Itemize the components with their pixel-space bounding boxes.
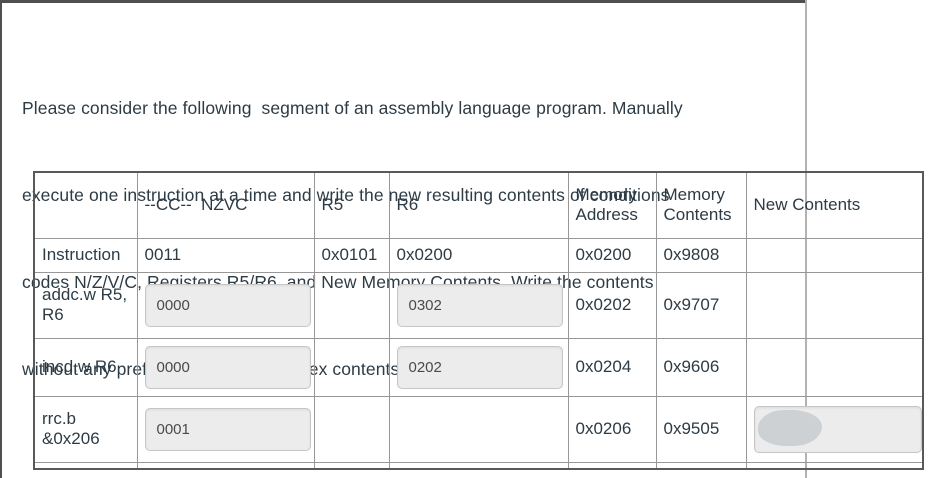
cell-cc-initial: 0011 [136,237,315,273]
cell-new-contents-empty [745,271,924,339]
card-left-border [0,0,2,478]
cell-partial [313,461,390,470]
header-new-contents: New Contents [745,171,924,239]
cell-row-label: addc.w R5, R6 [33,271,138,339]
cell-r5-answer-empty [313,337,390,397]
cell-cc-answer [136,337,315,397]
cell-row-label: incd.w R6 [33,337,138,397]
header-memory-contents: Memory Contents [655,171,747,239]
cell-r6-answer-empty [388,395,569,463]
cell-memory-contents: 0x9808 [655,237,747,273]
cell-memory-address: 0x0202 [567,271,657,339]
cell-new-contents-empty [745,237,924,273]
cell-memory-address: 0x0206 [567,395,657,463]
row-incd: incd.w R6 0x0204 0x9606 [33,337,924,397]
cell-memory-contents: 0x9707 [655,271,747,339]
cell-r5-answer-empty [313,271,390,339]
cc-input-addc[interactable] [144,283,311,327]
cell-cc-answer [136,395,315,463]
cell-new-contents-empty [745,337,924,397]
cell-memory-address: 0x0200 [567,237,657,273]
row-partial-cutoff [33,461,924,470]
header-r6: R6 [388,171,569,239]
cell-partial [388,461,569,470]
row-rrc: rrc.b &0x206 0x0206 0x9505 [33,395,924,463]
cell-partial [745,461,924,470]
card-top-border [0,0,807,3]
header-r5: R5 [313,171,390,239]
cell-row-label: Instruction [33,237,138,273]
header-blank [33,171,138,239]
cell-new-contents-answer [745,395,924,463]
cell-r5-answer-empty [313,395,390,463]
cell-memory-address: 0x0204 [567,337,657,397]
execution-table: --CC-- NZVC R5 R6 Memory Address Memory … [33,171,924,470]
cell-memory-contents: 0x9606 [655,337,747,397]
cell-partial [136,461,315,470]
cell-partial [33,461,138,470]
cell-row-label: rrc.b &0x206 [33,395,138,463]
cell-memory-contents: 0x9505 [655,395,747,463]
answer-scribble [757,409,822,446]
r6-input-incd[interactable] [396,345,563,389]
cell-r6-initial: 0x0200 [388,237,569,273]
cell-partial [567,461,657,470]
header-memory-address: Memory Address [567,171,657,239]
cc-input-rrc[interactable] [144,407,311,451]
cell-cc-answer [136,271,315,339]
cell-r5-initial: 0x0101 [313,237,390,273]
cell-partial [655,461,747,470]
question-line-1: Please consider the following segment of… [22,98,683,118]
r6-input-addc[interactable] [396,283,563,327]
cell-r6-answer [388,337,569,397]
header-row: --CC-- NZVC R5 R6 Memory Address Memory … [33,171,924,239]
cc-input-incd[interactable] [144,345,311,389]
header-cc-nzvc: --CC-- NZVC [136,171,315,239]
row-addc: addc.w R5, R6 0x0202 0x9707 [33,271,924,339]
cell-r6-answer [388,271,569,339]
row-instruction: Instruction 0011 0x0101 0x0200 0x0200 0x… [33,237,924,273]
